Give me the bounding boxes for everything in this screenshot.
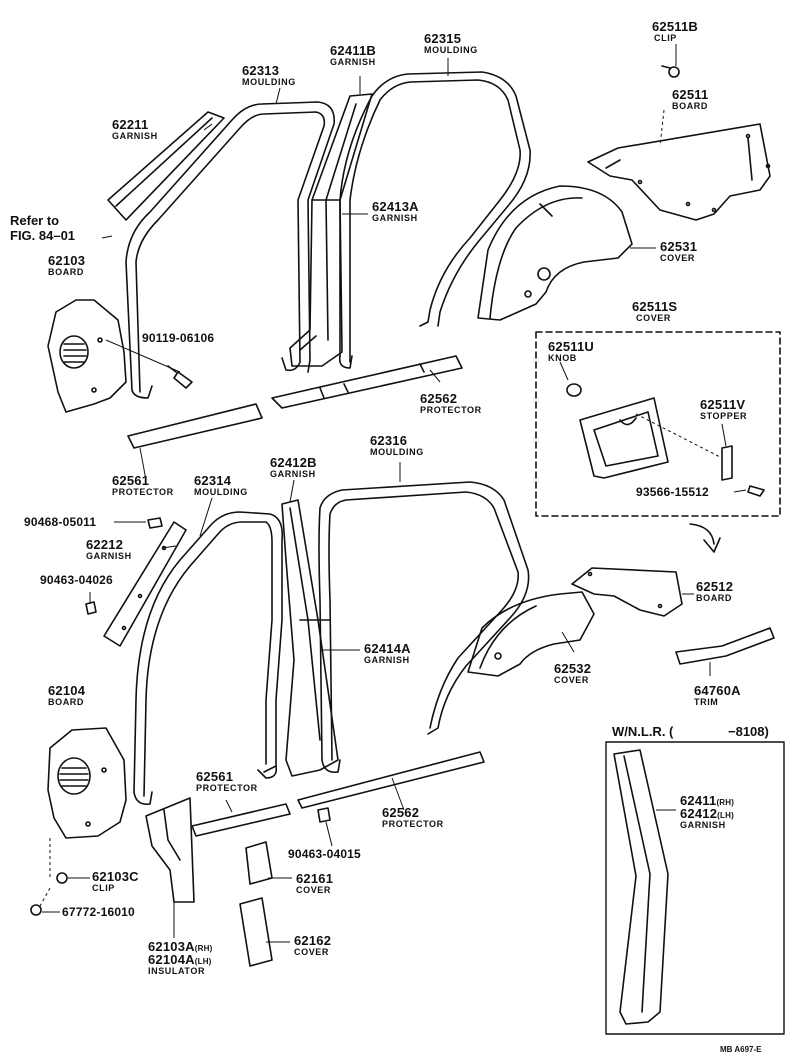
board-62103 [47, 299, 127, 413]
label-67772: 67772-16010 [62, 905, 135, 919]
leader-62511U [559, 361, 569, 381]
label-62511S: 62511S COVER [632, 299, 678, 323]
leader-62561b [225, 799, 233, 813]
board-62104 [47, 727, 127, 839]
label-62413A: 62413A GARNISH [372, 199, 419, 223]
label-90463-04026: 90463-04026 [40, 573, 113, 587]
trim-64760A [675, 627, 775, 665]
label-62532: 62532 COVER [554, 661, 592, 685]
label-62412B: 62412B GARNISH [270, 455, 317, 479]
insulator-62103A-62104A [145, 797, 195, 903]
leader-refer [101, 235, 113, 239]
label-62313: 62313 MOULDING [242, 63, 296, 87]
leader-62511V [721, 423, 727, 447]
leader-90463b [325, 821, 333, 847]
clip-90468 [147, 517, 163, 529]
leader-62532 [561, 631, 575, 653]
label-62315: 62315 MOULDING [424, 31, 478, 55]
label-62562-upper: 62562 PROTECTOR [420, 391, 482, 415]
arrow-62511S-to-62512 [689, 523, 721, 553]
moulding-62316 [318, 481, 530, 774]
protector-62562-upper [271, 355, 463, 409]
label-62314: 62314 MOULDING [194, 473, 248, 497]
screw-67772 [30, 904, 42, 916]
label-64760A: 64760A TRIM [694, 683, 741, 707]
cover-62511S-plate [579, 397, 669, 479]
knob-62511U [566, 383, 582, 397]
wnlr-range: −8108) [728, 724, 769, 739]
leader-62313 [275, 87, 281, 105]
label-62411B: 62411B GARNISH [330, 43, 377, 67]
stopper-62511V [721, 445, 733, 481]
leader-62412B [289, 479, 295, 503]
label-62161: 62161 COVER [296, 871, 334, 895]
moulding-62315 [338, 71, 531, 369]
label-90463-04015: 90463-04015 [288, 847, 361, 861]
protector-62561-lower [191, 803, 291, 837]
board-62512 [571, 567, 683, 617]
leader-62212 [161, 545, 177, 549]
moulding-62314 [133, 511, 284, 806]
leader-62562a [429, 369, 441, 383]
garnish-62211 [107, 111, 225, 221]
label-62162: 62162 COVER [294, 933, 332, 957]
label-62103: 62103 BOARD [48, 253, 86, 277]
wnlr-box [605, 741, 785, 1035]
clip-62103C [56, 872, 68, 884]
leader-62104-clip [39, 838, 51, 907]
refer-line1: Refer to [10, 213, 60, 228]
leader-62314 [199, 497, 213, 537]
label-62212: 62212 GARNISH [86, 537, 132, 561]
cover-62162 [239, 897, 273, 967]
label-62561-upper: 62561 PROTECTOR [112, 473, 174, 497]
label-62511U: 62511U KNOB [548, 339, 595, 363]
board-62511 [587, 123, 771, 221]
label-93566: 93566-15512 [636, 485, 709, 499]
leader-62562b [391, 777, 405, 811]
label-62562-lower: 62562 PROTECTOR [382, 805, 444, 829]
label-62104: 62104 BOARD [48, 683, 86, 707]
clip-62511B [661, 65, 680, 78]
label-62561-lower: 62561 PROTECTOR [196, 769, 258, 793]
label-62511B: 62511B CLIP [652, 19, 699, 43]
refer-note: Refer to FIG. 84–01 [10, 214, 75, 244]
refer-line2: FIG. 84–01 [10, 228, 76, 243]
leader-93566 [733, 489, 747, 493]
label-62103A-62104A: 62103A(RH) 62104A(LH) INSULATOR [148, 939, 213, 976]
protector-62562-lower [297, 751, 485, 809]
screw-90119 [167, 365, 193, 389]
label-62531: 62531 COVER [660, 239, 698, 263]
garnish-62411B [289, 93, 373, 367]
cover-62531 [477, 185, 633, 321]
moulding-62313 [125, 101, 335, 399]
label-62511: 62511 BOARD [672, 87, 709, 111]
label-90468: 90468-05011 [24, 515, 97, 529]
leader-62211 [203, 123, 213, 131]
label-62512: 62512 BOARD [696, 579, 734, 603]
screw-93566 [747, 485, 765, 497]
label-62411-62412: 62411(RH) 62412(LH) GARNISH [680, 793, 735, 830]
label-62211: 62211 GARNISH [112, 117, 158, 141]
leader-62561a [139, 447, 147, 481]
leader-90119 [105, 339, 181, 373]
cover-62511S-frame [535, 331, 781, 517]
leader-stopper [635, 413, 723, 459]
drawing-code: MB A697-E [720, 1045, 762, 1054]
label-62316: 62316 MOULDING [370, 433, 424, 457]
label-90119: 90119-06106 [142, 331, 215, 345]
cover-62532 [467, 591, 595, 677]
label-62103C: 62103C CLIP [92, 869, 139, 893]
label-62414A: 62414A GARNISH [364, 641, 411, 665]
wnlr-note: W/N.L.R. ( [612, 724, 674, 739]
clip-90463-04015 [317, 807, 331, 823]
clip-90463-04026 [85, 601, 97, 615]
garnish-62412B [281, 499, 339, 777]
protector-62561-upper [127, 403, 263, 449]
label-62511V: 62511V STOPPER [700, 397, 748, 421]
leader-62511 [659, 109, 665, 147]
